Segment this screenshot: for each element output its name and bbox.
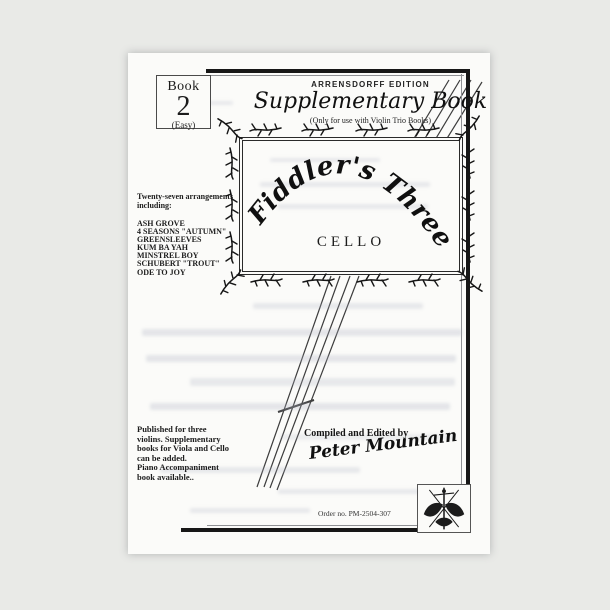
right-thin-rule (461, 74, 462, 525)
ornament-twig-icon (407, 272, 441, 288)
ghost-bleed (190, 378, 455, 386)
ghost-bleed (146, 355, 456, 362)
ghost-bleed (278, 204, 428, 209)
ornament-twig-icon (355, 122, 389, 138)
list-item: GREENSLEEVES (137, 235, 202, 245)
ghost-bleed (142, 329, 462, 336)
ornament-twig-icon (460, 230, 476, 264)
ornament-twig-icon (249, 272, 283, 288)
ornament-twig-icon (460, 188, 476, 222)
ghost-bleed (190, 508, 310, 513)
ornament-twig-icon (249, 122, 283, 138)
book-cover-page: Book 2 (Easy) ARRENSDORFF EDITION Supple… (128, 53, 490, 554)
publisher-note-line: can be added. (137, 452, 187, 463)
badge-level: (Easy) (171, 120, 196, 130)
ornament-twig-icon (407, 122, 441, 138)
list-item: MINSTREL BOY (137, 251, 199, 261)
edition-label: ARRENSDORFF EDITION (311, 80, 430, 89)
title-frame: Fiddler's Three CELLO (239, 137, 463, 275)
ornament-twig-icon (301, 272, 335, 288)
publisher-note: Published for three violins. Supplementa… (137, 424, 247, 483)
ornament-twig-icon (224, 230, 240, 264)
ghost-bleed (150, 403, 450, 410)
arrangements-list: ASH GROVE 4 SEASONS "AUTUMN" GREENSLEEVE… (137, 219, 252, 277)
order-number: Order no. PM-2504-307 (318, 509, 391, 518)
bottom-thin-rule (207, 525, 463, 526)
top-thick-rule (206, 69, 470, 73)
badge-word: Book (167, 79, 200, 94)
book-number-badge: Book 2 (Easy) (156, 75, 211, 130)
publisher-note-line: violins. Supplementary (137, 433, 221, 444)
publisher-note-line: book available.. (137, 471, 194, 482)
right-thick-rule (466, 69, 470, 533)
top-thin-rule (208, 75, 464, 76)
publisher-note-line: books for Viola and Cello (137, 443, 229, 454)
ghost-bleed (160, 467, 360, 473)
compiled-label: Compiled and Edited by (304, 428, 409, 439)
list-item: KUM BA YAH (137, 243, 188, 253)
ornament-twig-icon (224, 188, 240, 222)
arrangements-block: Twenty-seven arrangements including: ASH… (137, 192, 252, 277)
cello-strings-graphic (256, 79, 483, 491)
publisher-note-line: Piano Accompaniment (137, 462, 219, 473)
list-item: ODE TO JOY (137, 267, 186, 277)
list-item: 4 SEASONS "AUTUMN" (137, 227, 227, 237)
ghost-bleed (253, 303, 423, 309)
list-item: SCHUBERT "TROUT" (137, 259, 220, 269)
supplementary-title: Supplementary Book (253, 89, 488, 114)
ghost-bleed (280, 434, 455, 440)
arrangements-heading-line2: including: (137, 200, 172, 210)
ornament-twig-icon (355, 272, 389, 288)
badge-number: 2 (176, 91, 191, 122)
ghost-bleed (260, 182, 430, 187)
bottom-thick-rule (181, 528, 419, 532)
usage-note: (Only for use with Violin Trio Books) (309, 116, 432, 125)
ghost-bleed (270, 158, 380, 162)
string-bridge-line (277, 399, 315, 413)
publisher-crest-icon (423, 487, 465, 530)
title-arched-text: Fiddler's Three (242, 150, 459, 253)
ornament-twig-icon (224, 146, 240, 180)
ghost-bleed (278, 489, 438, 494)
arrangements-heading-line1: Twenty-seven arrangements (137, 192, 234, 201)
list-item: ASH GROVE (137, 219, 185, 228)
ornament-twig-icon (460, 146, 476, 180)
instrument-label: CELLO (316, 234, 386, 250)
publisher-crest-box (417, 484, 471, 533)
publisher-note-line: Published for three (137, 424, 207, 434)
ornament-twig-icon (301, 122, 335, 138)
